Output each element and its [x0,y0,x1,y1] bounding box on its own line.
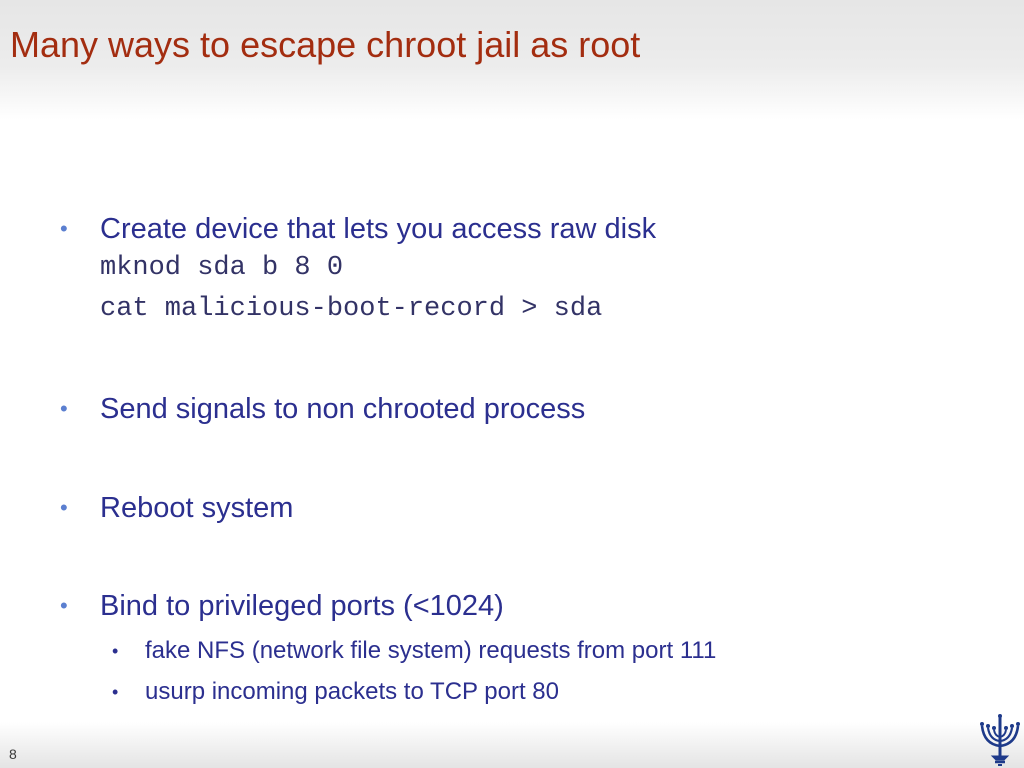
slide-header-background [0,0,1024,120]
bullet-marker: • [60,593,68,618]
code-line: mknod sda b 8 0 [100,253,344,283]
sub-bullet-marker: • [112,641,119,661]
bullet-marker: • [60,216,68,241]
bullet-text: Send signals to non chrooted process [100,393,586,425]
sub-bullet-text: usurp incoming packets to TCP port 80 [145,678,559,705]
sub-bullet-text: fake NFS (network file system) requests … [145,637,717,664]
bullet-text: Create device that lets you access raw d… [100,213,657,245]
bullet-text: Bind to privileged ports (<1024) [100,590,504,622]
bullet-marker: • [60,495,68,520]
university-menorah-logo-icon [980,714,1020,766]
slide-footer-background [0,722,1024,768]
slide-title: Many ways to escape chroot jail as root [10,24,641,65]
bullet-marker: • [60,396,68,421]
sub-bullet-marker: • [112,682,119,702]
bullet-text: Reboot system [100,492,294,524]
code-line: cat malicious-boot-record > sda [100,294,603,324]
slide-content: • Create device that lets you access raw… [60,213,717,705]
slide-number: 8 [9,746,17,762]
